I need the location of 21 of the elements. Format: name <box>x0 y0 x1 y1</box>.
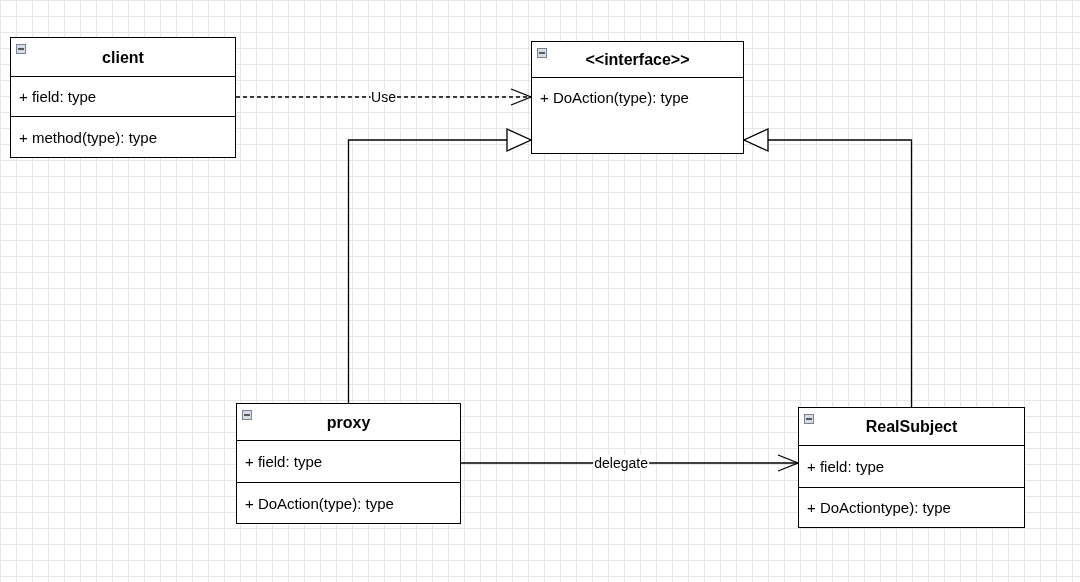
member-text: + DoAction(type): type <box>245 494 394 512</box>
dependency-arrow <box>235 88 532 106</box>
arrow <box>460 454 799 472</box>
arrow <box>347 128 532 404</box>
class-box <box>798 407 1025 528</box>
edge-label: delegate <box>593 455 649 471</box>
class-name: proxy <box>326 413 371 432</box>
edge-label: Use <box>370 89 397 105</box>
class-box <box>10 37 236 158</box>
class-box <box>236 403 461 524</box>
member-text: + field: type <box>245 452 323 470</box>
member-text: + DoAction(type): type <box>540 89 689 106</box>
arrow <box>743 128 913 408</box>
member-text: + field: type <box>807 457 885 475</box>
class-box <box>531 41 744 154</box>
member-text: + DoActiontype): type <box>807 499 951 516</box>
class-name: <<interface>> <box>585 51 690 69</box>
class-name: RealSubject <box>865 418 958 436</box>
member-text: + method(type): type <box>19 128 157 146</box>
class-name: client <box>102 48 144 67</box>
member-text: + field: type <box>19 87 97 105</box>
